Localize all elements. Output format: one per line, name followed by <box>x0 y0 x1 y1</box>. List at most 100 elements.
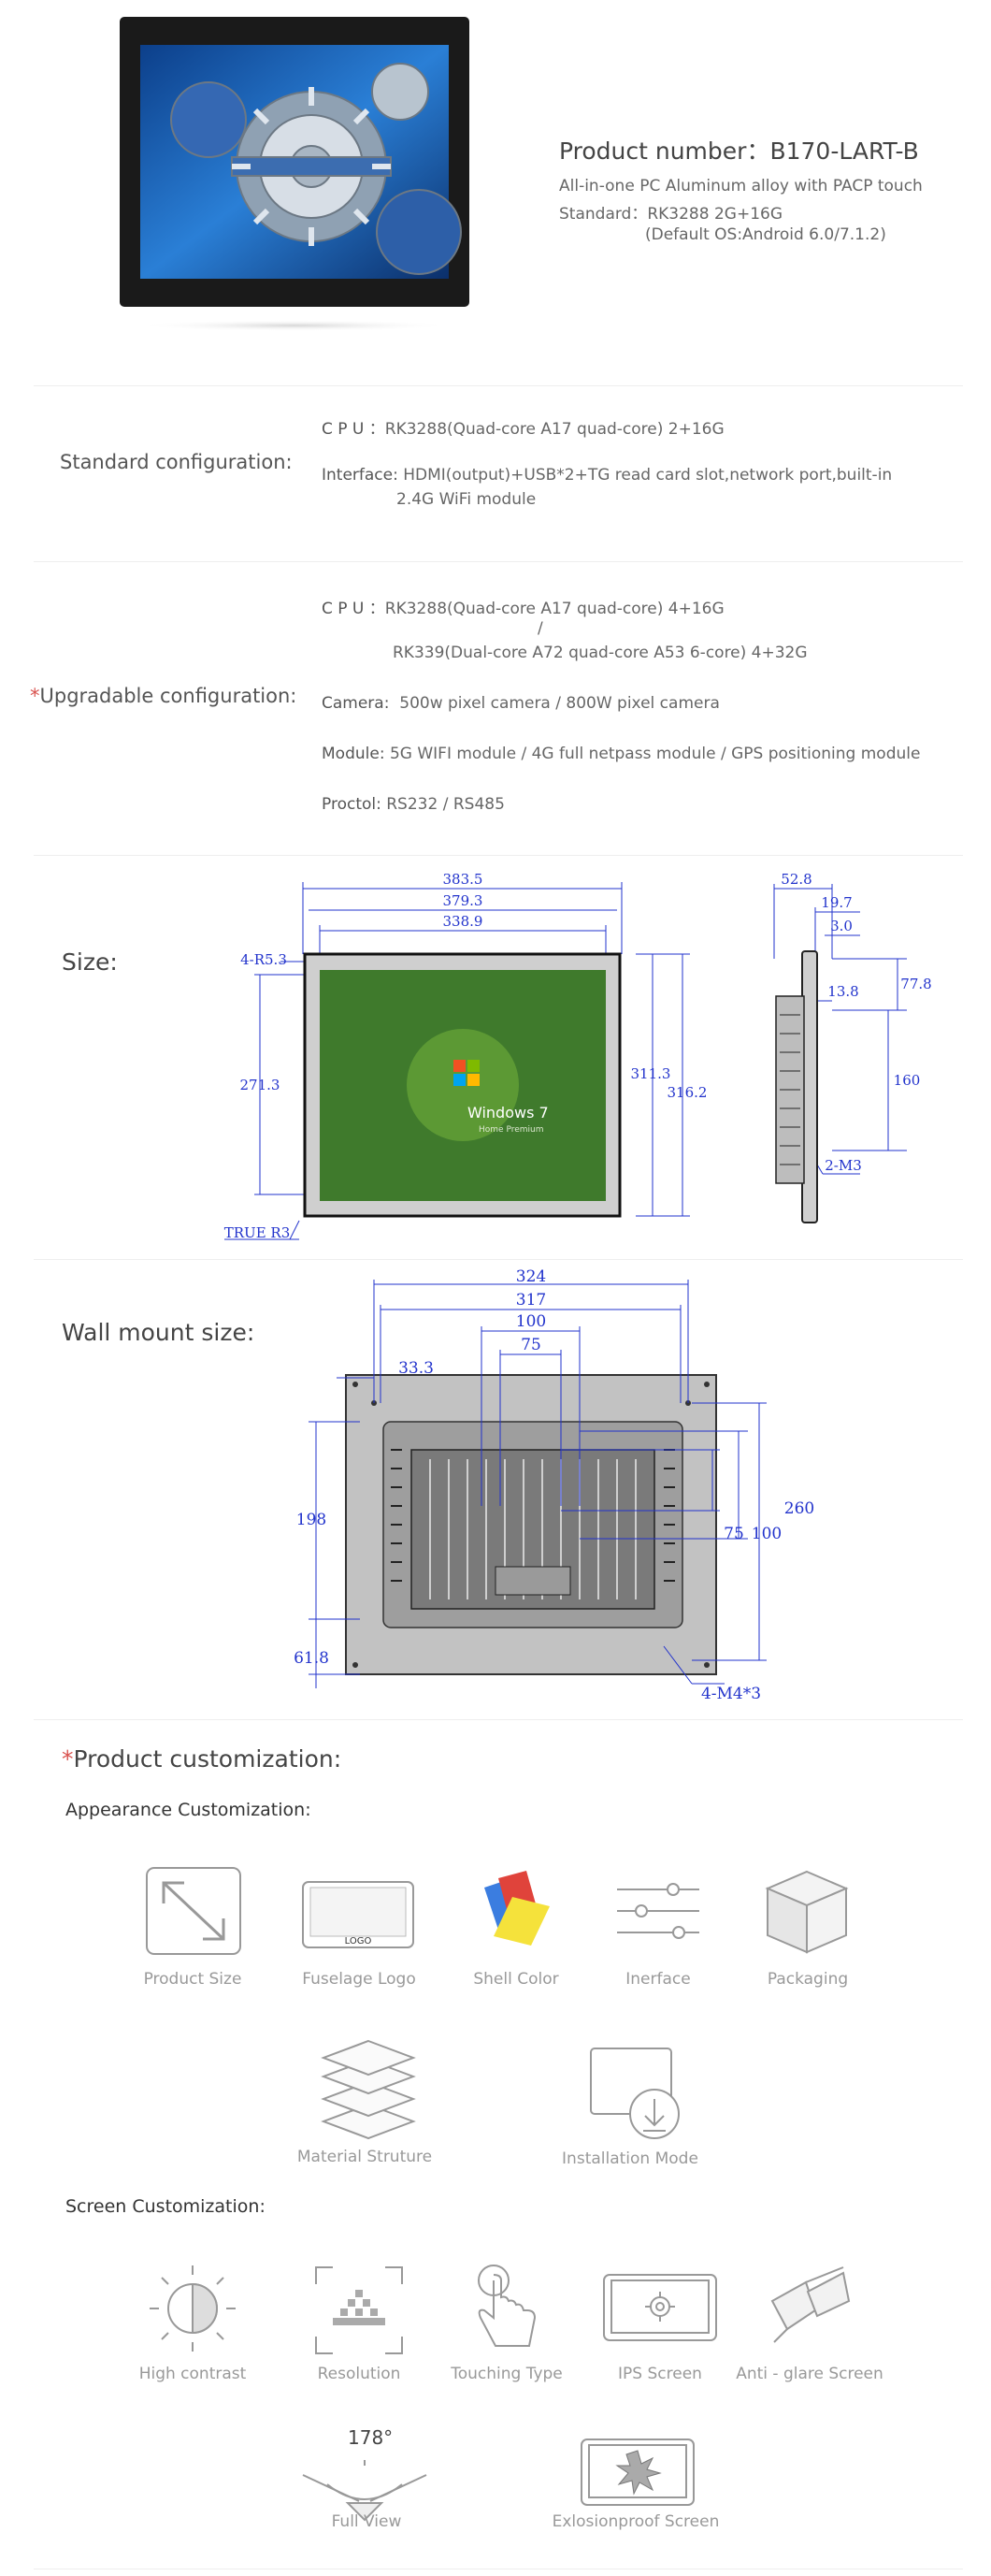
appearance-label: Fuselage Logo <box>302 1970 416 1989</box>
3d-glasses-icon <box>768 2264 853 2352</box>
dim-160: 160 <box>894 1072 921 1089</box>
product-description: All-in-one PC Aluminum alloy with PACP t… <box>559 177 923 195</box>
interface-label: Interface: <box>322 466 398 485</box>
dim-52: 52.8 <box>781 871 811 888</box>
screen-label: High contrast <box>138 2365 247 2383</box>
module-label: Module: <box>322 745 385 763</box>
interface-value-2: 2.4G WiFi module <box>396 490 537 509</box>
color-swatch-icon <box>475 1869 559 1951</box>
standard-value: RK3288 2G+16G <box>647 205 783 224</box>
dim-317: 317 <box>516 1291 546 1310</box>
product-number-value: B170-LART-B <box>769 137 919 165</box>
upgrade-cpu-line: C P U ：RK3288(Quad-core A17 quad-core) 4… <box>322 595 725 618</box>
proctol-label: Proctol: <box>322 795 381 814</box>
dim-33: 33.3 <box>398 1359 434 1378</box>
dim-m4: 4-M4*3 <box>701 1685 761 1703</box>
appearance-label: Inerface <box>625 1970 691 1989</box>
divider <box>34 1259 963 1260</box>
dim-m3: 2-M3 <box>825 1157 862 1174</box>
ips-gear-icon <box>602 2273 718 2350</box>
dim-260: 260 <box>784 1499 814 1518</box>
side-dimension-drawing: 52.8 19.7 3.0 13.8 77.8 160 2-M3 <box>773 871 932 1223</box>
screen-label: Resolution <box>317 2365 401 2383</box>
standard-config-title: Standard configuration: <box>60 451 293 473</box>
cpu-value: RK3288(Quad-core A17 quad-core) 2+16G <box>384 420 725 439</box>
dim-true-r3: TRUE R3 <box>224 1224 291 1241</box>
touch-hand-icon <box>467 2262 542 2359</box>
cpu-label: C P U ： <box>322 600 385 618</box>
resize-arrow-icon <box>145 1866 242 1960</box>
screen-label: Exlosionproof Screen <box>552 2512 720 2531</box>
screen-label: Touching Type <box>451 2365 563 2383</box>
customization-title-text: Product customization: <box>73 1745 342 1773</box>
dim-r53: 4-R5.3 <box>240 951 287 968</box>
divider <box>34 385 963 386</box>
dim-316: 316.2 <box>668 1084 708 1101</box>
interface-value: HDMI(output)+USB*2+TG read card slot,net… <box>403 466 893 485</box>
appearance-label: Shell Color <box>473 1970 559 1989</box>
contrast-sun-icon <box>146 2262 239 2359</box>
view-angle-value: 178° <box>348 2426 394 2449</box>
upgradable-title-text: Upgradable configuration: <box>39 685 297 707</box>
dim-77: 77.8 <box>900 976 931 992</box>
standard-interface-line: Interface: HDMI(output)+USB*2+TG read ca… <box>322 466 892 485</box>
resolution-icon <box>314 2265 404 2359</box>
default-os: (Default OS:Android 6.0/7.1.2) <box>645 225 886 244</box>
cpu-value-2: RK339(Dual-core A72 quad-core A53 6-core… <box>393 644 808 662</box>
proctol-line: Proctol: RS232 / RS485 <box>322 795 505 814</box>
dim-75: 75 <box>521 1336 541 1354</box>
customization-title: *Product customization: <box>62 1745 341 1773</box>
size-title: Size: <box>62 948 118 976</box>
appearance-label: Material Struture <box>296 2148 433 2166</box>
upgradable-config-title: *Upgradable configuration: <box>30 685 296 707</box>
dim-379: 379.3 <box>443 892 483 909</box>
module-line: Module: 5G WIFI module / 4G full netpass… <box>322 745 920 763</box>
screen-title: Screen Customization: <box>65 2196 266 2217</box>
dim-311: 311.3 <box>631 1065 671 1082</box>
logo-text: LOGO <box>345 1936 372 1946</box>
dim-61: 61.8 <box>294 1649 329 1668</box>
screen-label: Anti - glare Screen <box>736 2365 883 2383</box>
windows-sub: Home Premium <box>479 1125 544 1135</box>
sliders-icon <box>613 1880 703 1946</box>
dim-271: 271.3 <box>240 1077 280 1093</box>
divider <box>34 561 963 562</box>
dim-100v: 100 <box>752 1525 782 1543</box>
screen-label: IPS Screen <box>618 2365 702 2383</box>
camera-line: Camera: 500w pixel camera / 800W pixel c… <box>322 694 720 713</box>
dim-3: 3.0 <box>830 918 853 934</box>
camera-value: 500w pixel camera / 800W pixel camera <box>399 694 720 713</box>
standard-cpu-line: C P U ：RK3288(Quad-core A17 quad-core) 2… <box>322 415 725 439</box>
monitor-with-gears-image <box>120 17 469 331</box>
windows-text: Windows 7 <box>467 1104 549 1122</box>
wall-mount-title: Wall mount size: <box>62 1319 255 1346</box>
cpu-separator: / <box>538 619 543 638</box>
standard-label: Standard： <box>559 205 648 224</box>
dim-338: 338.9 <box>443 913 483 930</box>
cpu-value-1: RK3288(Quad-core A17 quad-core) 4+16G <box>384 600 725 618</box>
appearance-title: Appearance Customization: <box>65 1800 311 1820</box>
dim-13: 13.8 <box>827 983 858 1000</box>
module-value: 5G WIFI module / 4G full netpass module … <box>389 745 921 763</box>
view-angle-icon <box>299 2456 430 2525</box>
install-download-icon <box>589 2047 682 2148</box>
appearance-label: Installation Mode <box>562 2149 698 2168</box>
camera-label: Camera: <box>322 694 390 713</box>
box-icon <box>762 1866 852 1960</box>
dim-383: 383.5 <box>443 871 483 888</box>
product-image <box>120 17 469 331</box>
divider <box>34 855 963 856</box>
proctol-value: RS232 / RS485 <box>386 795 505 814</box>
screen-label: Full View <box>331 2512 402 2531</box>
appearance-label: Packaging <box>767 1970 849 1989</box>
logo-screen-icon: LOGO <box>301 1880 415 1953</box>
front-dimension-drawing: Windows 7 Home Premium 383.5 379.3 338.9… <box>224 871 708 1241</box>
dim-19: 19.7 <box>821 894 852 911</box>
appearance-label: Product Size <box>143 1970 242 1989</box>
dim-324: 324 <box>516 1267 546 1286</box>
standard-line: Standard：RK3288 2G+16G <box>559 200 783 224</box>
product-number-label: Product number： <box>559 137 770 165</box>
divider <box>34 1719 963 1720</box>
dim-100: 100 <box>516 1312 546 1331</box>
dim-198: 198 <box>296 1511 326 1529</box>
